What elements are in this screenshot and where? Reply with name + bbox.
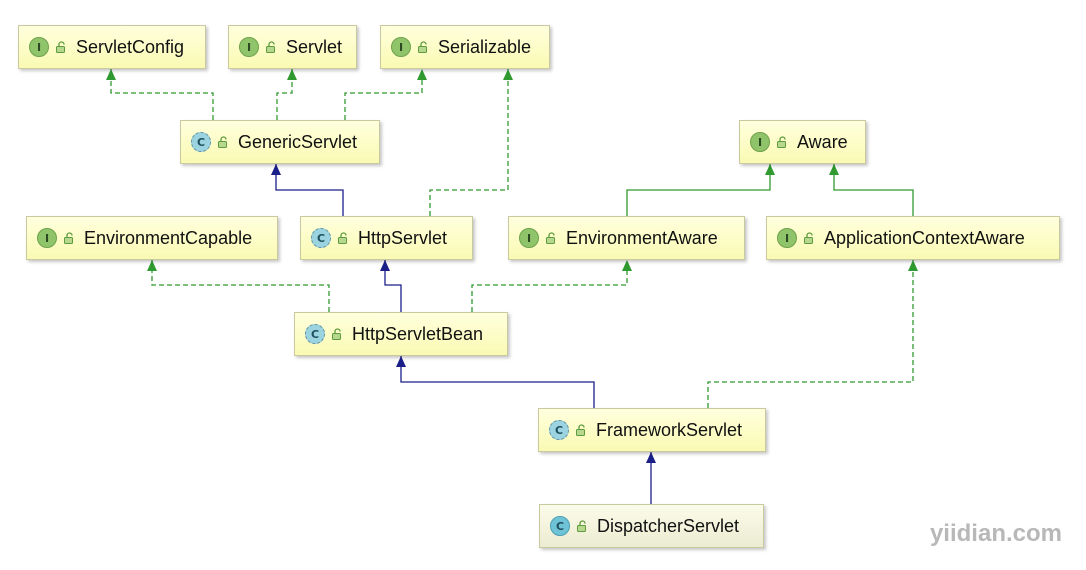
- node-label: ServletConfig: [76, 36, 185, 57]
- public-lock-icon: [56, 41, 65, 53]
- arrowhead: [646, 452, 656, 463]
- interface-icon: I: [519, 228, 539, 248]
- interface-icon: I: [37, 228, 57, 248]
- node-servlet[interactable]: I Servlet: [228, 25, 357, 69]
- public-lock-icon: [266, 41, 275, 53]
- abstract-class-icon: C: [549, 420, 569, 440]
- node-dispatcher-servlet[interactable]: C DispatcherServlet: [539, 504, 764, 548]
- node-environment-capable[interactable]: I EnvironmentCapable: [26, 216, 278, 260]
- edge-FrameworkServlet-to-HttpServletBean: [396, 356, 595, 408]
- arrowhead: [271, 164, 281, 175]
- arrowhead: [147, 260, 157, 271]
- public-lock-icon: [777, 136, 786, 148]
- arrowhead: [908, 260, 918, 271]
- edge-DispatcherServlet-to-FrameworkServlet: [646, 452, 656, 504]
- abstract-class-icon: C: [311, 228, 331, 248]
- node-label: EnvironmentCapable: [84, 227, 253, 248]
- arrowhead: [765, 164, 775, 175]
- public-lock-icon: [332, 328, 341, 340]
- class-icon: C: [550, 516, 570, 536]
- node-application-context-aware[interactable]: I ApplicationContextAware: [766, 216, 1060, 260]
- node-label: GenericServlet: [238, 131, 358, 152]
- interface-icon: I: [239, 37, 259, 57]
- edge-EnvironmentAware-to-Aware: [626, 164, 775, 216]
- node-label: FrameworkServlet: [596, 419, 743, 440]
- arrowhead: [287, 69, 297, 80]
- public-lock-icon: [577, 520, 586, 532]
- edge-GenericServlet-to-Serializable: [344, 69, 427, 120]
- node-framework-servlet[interactable]: C FrameworkServlet: [538, 408, 766, 452]
- node-label: HttpServlet: [358, 227, 448, 248]
- edge-HttpServlet-to-GenericServlet: [271, 164, 344, 216]
- public-lock-icon: [418, 41, 427, 53]
- edge-ApplicationContextAware-to-Aware: [829, 164, 914, 216]
- node-servlet-config[interactable]: I ServletConfig: [18, 25, 206, 69]
- edge-HttpServletBean-to-HttpServlet: [380, 260, 402, 312]
- interface-icon: I: [750, 132, 770, 152]
- interface-icon: I: [777, 228, 797, 248]
- node-aware[interactable]: I Aware: [739, 120, 866, 164]
- arrowhead: [417, 69, 427, 80]
- edge-GenericServlet-to-Servlet: [276, 69, 297, 120]
- node-label: HttpServletBean: [352, 323, 484, 344]
- edge-GenericServlet-to-ServletConfig: [106, 69, 214, 120]
- public-lock-icon: [338, 232, 347, 244]
- arrowhead: [106, 69, 116, 80]
- edge-HttpServlet-to-Serializable: [429, 69, 513, 216]
- node-serializable[interactable]: I Serializable: [380, 25, 550, 69]
- node-environment-aware[interactable]: I EnvironmentAware: [508, 216, 745, 260]
- node-label: Aware: [797, 131, 848, 152]
- interface-icon: I: [391, 37, 411, 57]
- node-label: ApplicationContextAware: [824, 227, 1025, 248]
- arrowhead: [829, 164, 839, 175]
- public-lock-icon: [546, 232, 555, 244]
- node-generic-servlet[interactable]: C GenericServlet: [180, 120, 380, 164]
- arrowhead: [622, 260, 632, 271]
- edge-FrameworkServlet-to-ApplicationContextAware: [707, 260, 918, 408]
- edge-HttpServletBean-to-EnvironmentCapable: [147, 260, 330, 312]
- node-label: Servlet: [286, 36, 343, 57]
- interface-icon: I: [29, 37, 49, 57]
- arrowhead: [396, 356, 406, 367]
- node-label: DispatcherServlet: [597, 515, 740, 536]
- node-http-servlet[interactable]: C HttpServlet: [300, 216, 473, 260]
- node-http-servlet-bean[interactable]: C HttpServletBean: [294, 312, 508, 356]
- watermark: yiidian.com: [929, 520, 1062, 547]
- node-label: EnvironmentAware: [566, 227, 718, 248]
- public-lock-icon: [576, 424, 585, 436]
- edge-HttpServletBean-to-EnvironmentAware: [471, 260, 632, 312]
- arrowhead: [380, 260, 390, 271]
- arrowhead: [503, 69, 513, 80]
- public-lock-icon: [64, 232, 73, 244]
- node-label: Serializable: [438, 36, 532, 57]
- abstract-class-icon: C: [305, 324, 325, 344]
- public-lock-icon: [218, 136, 227, 148]
- public-lock-icon: [804, 232, 813, 244]
- abstract-class-icon: C: [191, 132, 211, 152]
